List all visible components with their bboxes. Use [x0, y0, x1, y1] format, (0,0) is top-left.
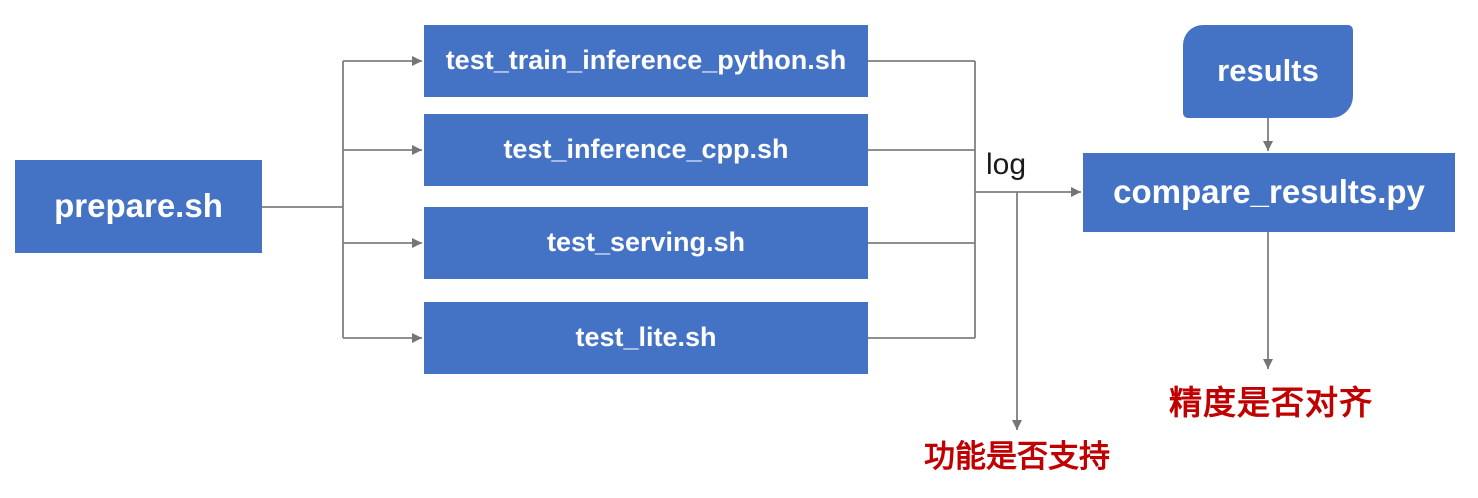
edge-label-log: log [986, 148, 1027, 181]
node-test-serving-sh: test_serving.sh [424, 207, 868, 279]
outcome-label-precision-alignment: 精度是否对齐 [1169, 384, 1373, 421]
node-test-lite-sh: test_lite.sh [424, 302, 868, 374]
node-compare-results-py: compare_results.py [1083, 153, 1455, 232]
node-test-inference-cpp-sh: test_inference_cpp.sh [424, 114, 868, 186]
node-test-train-inference-python-sh: test_train_inference_python.sh [424, 25, 868, 97]
outcome-label-function-support: 功能是否支持 [924, 439, 1110, 474]
node-prepare-sh: prepare.sh [15, 160, 262, 253]
node-results: results [1183, 25, 1353, 118]
